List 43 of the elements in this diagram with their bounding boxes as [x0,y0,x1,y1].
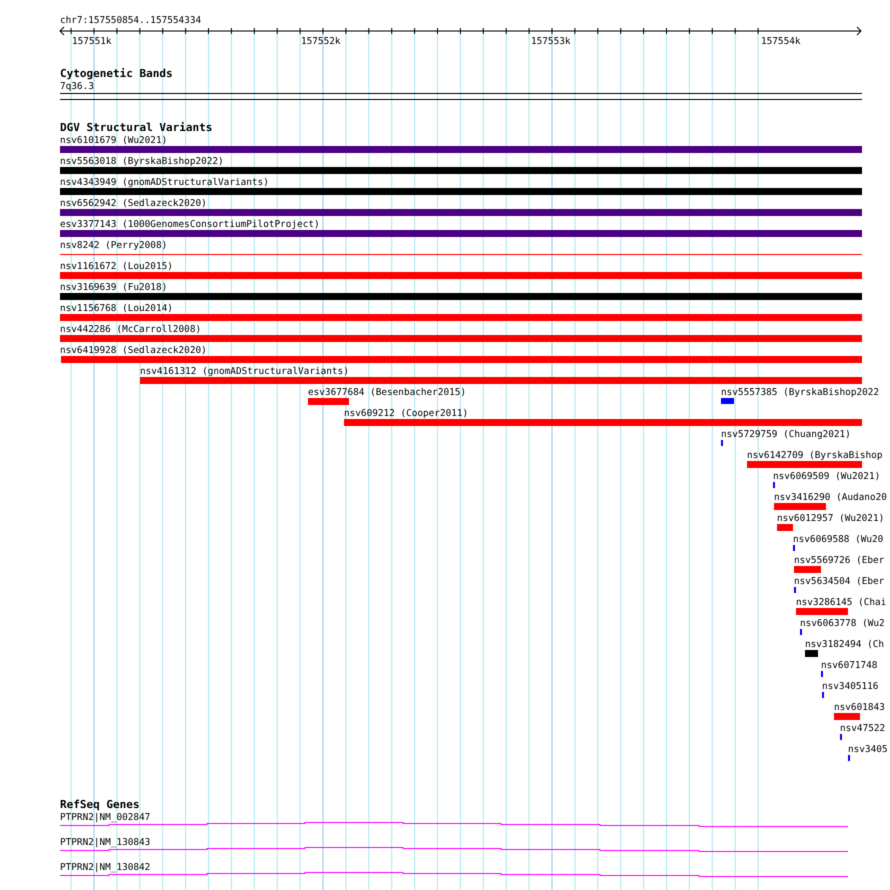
variant-label: nsv3405 [848,744,888,755]
variant-label: nsv6142709 (ByrskaBishop [747,450,882,461]
tick-label: 157554k [761,36,801,47]
variant-label: nsv5729759 (Chuang2021) [721,429,851,440]
gene-label: PTPRN2|NM_130842 [60,862,150,873]
band-label: 7q36.3 [60,81,94,92]
variant-label: nsv4161312 (gnomADStructuralVariants) [140,366,349,377]
gene-label: PTPRN2|NM_002847 [60,812,150,823]
variant-label: nsv1156768 (Lou2014) [60,303,173,314]
variant-label: nsv3182494 (Ch [805,639,884,650]
variant-label: nsv47522 [840,723,886,734]
tick-label: 157553k [531,36,571,47]
ruler-title: chr7:157550854..157554334 [60,15,202,26]
variant-label: esv3377143 (1000GenomesConsortiumPilotProject) [60,219,320,230]
variant-label: nsv6562942 (Sedlazeck2020) [60,198,207,209]
track-title: DGV Structural Variants [60,122,212,133]
variant-label: esv3677684 (Besenbacher2015) [308,387,466,398]
variant-label: nsv6101679 (Wu2021) [60,135,168,146]
variant-label: nsv609212 (Cooper2011) [344,408,468,419]
variant-label: nsv6419928 (Sedlazeck2020) [60,345,207,356]
variant-label: nsv5634504 (Eber [794,576,884,587]
variant-label: nsv6069509 (Wu2021) [773,471,880,482]
variant-label: nsv8242 (Perry2008) [60,240,168,251]
track-title: RefSeq Genes [60,799,140,810]
variant-label: nsv601843 [834,702,885,713]
tick-label: 157552k [301,36,341,47]
variant-label: nsv442286 (McCarroll2008) [60,324,202,335]
track-title: Cytogenetic Bands [60,68,173,79]
variant-label: nsv3405116 [822,681,878,692]
variant-label: nsv4343949 (gnomADStructuralVariants) [60,177,269,188]
variant-label: nsv6012957 (Wu2021) [777,513,884,524]
variant-label: nsv3416290 (Audano20 [774,492,887,503]
variant-label: nsv5557385 (ByrskaBishop2022 [721,387,880,398]
variant-label: nsv5563018 (ByrskaBishop2022) [60,156,224,167]
variant-label: nsv6071748 [821,660,878,671]
gene-label: PTPRN2|NM_130843 [60,837,150,848]
variant-label: nsv5569726 (Eber [794,555,884,566]
tick-label: 157551k [72,36,112,47]
variant-label: nsv6063778 (Wu2 [800,618,885,629]
variant-label: nsv3169639 (Fu2018) [60,282,168,293]
variant-label: nsv6069588 (Wu20 [793,534,884,545]
variant-label: nsv3286145 (Chai [796,597,886,608]
variant-label: nsv1161672 (Lou2015) [60,261,173,272]
